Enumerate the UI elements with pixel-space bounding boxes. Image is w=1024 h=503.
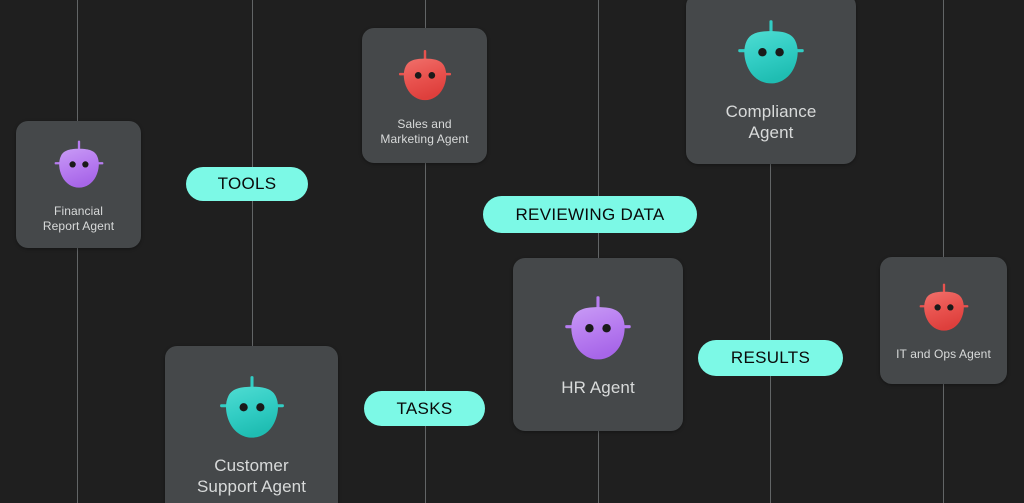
agent-card-financial-report-agent[interactable]: Financial Report Agent [16, 121, 141, 248]
agent-card-hr-agent[interactable]: HR Agent [513, 258, 683, 431]
agent-card-sales-and-marketing-agent[interactable]: Sales and Marketing Agent [362, 28, 487, 163]
robot-head-icon [398, 49, 451, 101]
status-pill-reviewing-data[interactable]: REVIEWING DATA [483, 196, 697, 233]
agent-card-label: Sales and Marketing Agent [380, 116, 469, 146]
robot-head-icon [565, 296, 631, 360]
robot-head-icon [738, 20, 804, 84]
robot-head-icon [54, 140, 103, 188]
agent-card-it-and-ops-agent[interactable]: IT and Ops Agent [880, 257, 1007, 384]
status-pill-tools[interactable]: TOOLS [186, 167, 308, 201]
robot-head-icon [219, 375, 284, 438]
guide-line [77, 0, 78, 503]
status-pill-tasks[interactable]: TASKS [364, 391, 485, 426]
agent-card-label: HR Agent [561, 378, 635, 398]
agent-card-customer-support-agent[interactable]: Customer Support Agent [165, 346, 338, 503]
guide-line [943, 0, 944, 503]
status-pill-results[interactable]: RESULTS [698, 340, 843, 376]
agent-card-compliance-agent[interactable]: Compliance Agent [686, 0, 856, 164]
agent-card-label: Customer Support Agent [196, 455, 307, 496]
agent-card-label: IT and Ops Agent [896, 347, 991, 362]
agent-card-label: Compliance Agent [725, 102, 817, 142]
robot-head-icon [919, 283, 968, 331]
agent-card-label: Financial Report Agent [42, 203, 115, 233]
